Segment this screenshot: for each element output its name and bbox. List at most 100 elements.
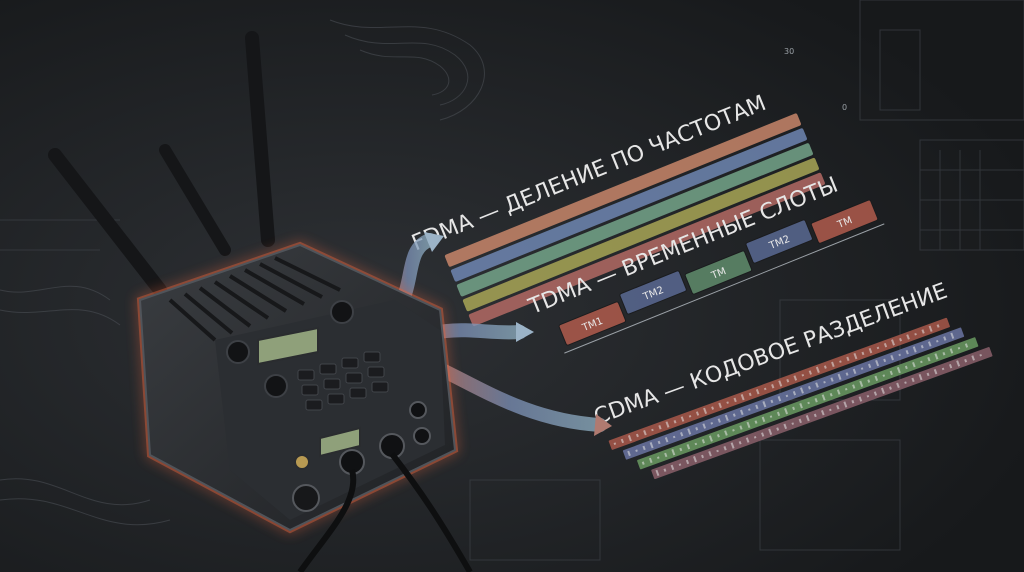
- cdma-code-tick: [920, 360, 923, 364]
- cdma-code-tick: [770, 399, 774, 404]
- cdma-code-tick: [748, 408, 751, 411]
- cdma-code-tick: [761, 432, 765, 437]
- cdma-code-tick: [791, 422, 795, 425]
- cdma-code-tick: [949, 348, 954, 354]
- cdma-code-tick: [792, 391, 797, 396]
- keypad-key[interactable]: [367, 366, 385, 378]
- keypad-key[interactable]: [301, 384, 319, 396]
- cdma-code-tick: [943, 336, 947, 341]
- volume-knob[interactable]: [226, 340, 250, 364]
- cdma-code-tick: [732, 413, 736, 417]
- cdma-code-tick: [687, 428, 692, 435]
- multi-pin-connector[interactable]: [292, 484, 320, 512]
- fdma-band: [462, 158, 819, 312]
- cdma-code-tick: [957, 346, 961, 350]
- keypad-key[interactable]: [345, 372, 363, 384]
- cdma-code-tick: [926, 372, 930, 377]
- antenna-middle: [159, 144, 231, 256]
- cdma-code-tick: [823, 365, 827, 369]
- tdma-slot: [745, 219, 813, 264]
- selector-knob[interactable]: [264, 374, 288, 398]
- cdma-code-tick: [768, 428, 773, 436]
- tdma-slot-label: TM: [835, 215, 854, 231]
- cdma-code-tick: [664, 452, 668, 458]
- cdma-code-tick: [730, 442, 735, 449]
- cdma-code-tick: [801, 373, 805, 377]
- keypad-key[interactable]: [363, 351, 381, 363]
- cdma-code-tick: [896, 382, 900, 389]
- cdma-code-tick: [950, 332, 955, 339]
- cdma-code-tick: [620, 438, 625, 444]
- cdma-code-tick: [678, 463, 682, 466]
- cdma-code-tick: [843, 401, 848, 408]
- cdma-code-tick: [754, 420, 758, 424]
- tdma-slot: [810, 199, 879, 244]
- cdma-code-tick: [941, 367, 945, 371]
- gold-connector[interactable]: [294, 454, 310, 470]
- cdma-code-tick: [726, 401, 729, 404]
- cdma-code-tick: [948, 363, 953, 369]
- cdma-code-tick: [783, 423, 788, 430]
- cdma-code-tick: [912, 346, 917, 353]
- heat-sink: [168, 256, 341, 342]
- cdma-code-tick: [799, 387, 804, 394]
- cdma-code-tick: [708, 451, 712, 457]
- cdma-code-tick: [793, 375, 798, 381]
- cdma-code-tick: [679, 447, 683, 452]
- keypad-key[interactable]: [327, 393, 345, 405]
- channel-knob[interactable]: [330, 300, 354, 324]
- cdma-code-tick: [874, 375, 879, 382]
- cdma-code-tick: [663, 468, 667, 472]
- cdma-code-tick: [733, 397, 737, 403]
- tdma-slot: [684, 250, 753, 295]
- cdma-code-tick: [830, 377, 834, 382]
- cdma-code-tick: [836, 389, 841, 395]
- cdma-code-tick: [853, 352, 858, 360]
- cdma-code-tick: [964, 358, 968, 363]
- cdma-code-tick: [798, 418, 802, 424]
- cdma-code-tick: [716, 449, 719, 453]
- cdma-code-tick: [805, 415, 810, 422]
- cdma-code-tick: [933, 368, 938, 375]
- cdma-code-tick: [831, 361, 835, 368]
- keypad-key[interactable]: [305, 399, 323, 411]
- cdma-code-tick: [755, 389, 760, 395]
- cdma-code-tick: [643, 430, 647, 436]
- cdma-code-tick: [710, 422, 714, 425]
- cdma-code-tick: [860, 367, 864, 370]
- cdma-code-tick: [808, 386, 811, 390]
- lower-display: [319, 426, 361, 458]
- cdma-code-tick: [861, 351, 865, 356]
- cdma-code-tick: [920, 344, 924, 349]
- cdma-code-tick: [755, 404, 759, 410]
- antenna-left: [48, 148, 167, 297]
- cdma-code-tick: [880, 387, 885, 394]
- cdma-code-tick: [784, 408, 789, 415]
- cdma-code-tick: [813, 413, 817, 418]
- fdma-band: [456, 143, 813, 297]
- keypad-key[interactable]: [323, 378, 341, 390]
- cdma-code-tick: [911, 377, 915, 383]
- cdma-code-tick: [723, 446, 727, 451]
- cdma-code-tick: [745, 437, 750, 443]
- keypad-key[interactable]: [349, 387, 367, 399]
- antenna-port[interactable]: [409, 401, 427, 419]
- cdma-code-tick: [693, 456, 697, 463]
- cdma-code-tick: [762, 401, 767, 408]
- cdma-code-tick: [921, 329, 925, 334]
- cdma-code-tick: [680, 432, 684, 437]
- cdma-code-tick: [906, 334, 910, 340]
- keypad-key[interactable]: [297, 369, 315, 381]
- cdma-code-tick: [934, 353, 939, 360]
- keypad-key[interactable]: [341, 357, 359, 369]
- cdma-code-tick: [868, 347, 873, 354]
- cdma-code-tick: [771, 384, 775, 389]
- main-display: [257, 326, 319, 366]
- cdma-code-tick: [708, 435, 713, 442]
- aux-port[interactable]: [413, 427, 431, 445]
- keypad-key[interactable]: [371, 381, 389, 393]
- cdma-code-tick: [821, 410, 825, 416]
- keypad-key[interactable]: [319, 363, 337, 375]
